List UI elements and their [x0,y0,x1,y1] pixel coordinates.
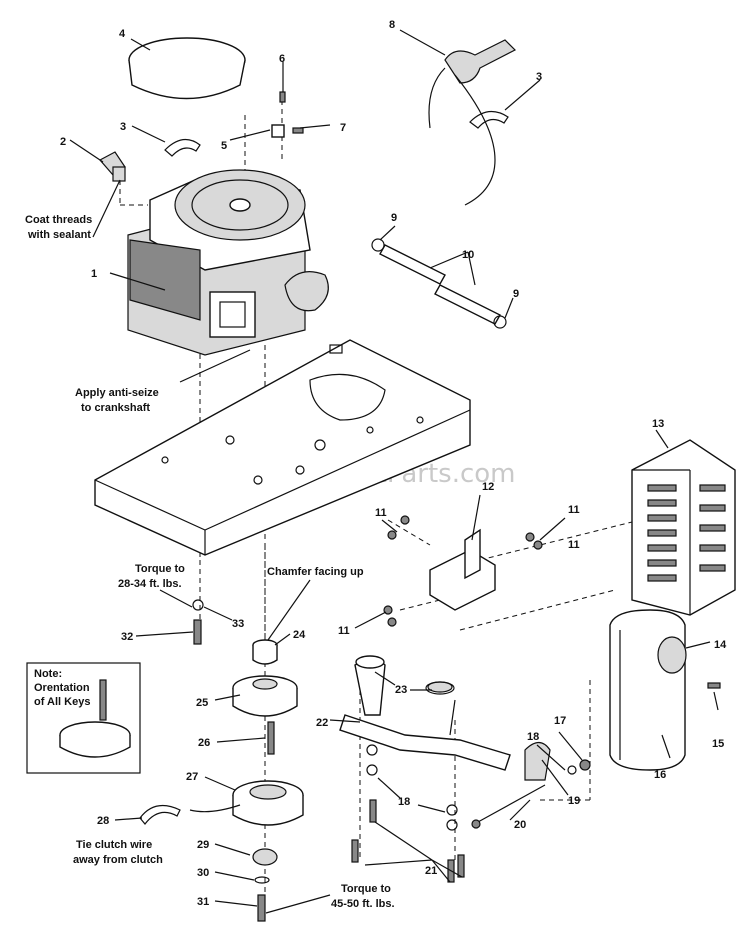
callout-1: 1 [91,268,97,280]
callout-11: 11 [568,504,580,516]
throttle-control [428,39,517,206]
callout-29: 29 [197,839,209,851]
assembly-notes: Coat threads with sealant Apply anti-sei… [25,214,395,910]
callout-24: 24 [293,629,306,641]
callout-numbers: 1 2 3 3 4 5 6 7 8 9 9 10 11 11 11 11 12 … [60,19,727,908]
note-torque-b: Torque to [341,883,391,895]
callout-12: 12 [482,481,494,493]
callout-25: 25 [196,697,208,709]
callout-18: 18 [527,731,539,743]
screw [292,127,304,134]
hose-clamp [371,238,385,252]
callout-11: 11 [338,625,350,637]
screw [707,682,721,689]
note-anti-seize: Apply anti-seize [75,387,159,399]
leader-lines [69,29,719,914]
note-coat-threads: with sealant [27,229,91,241]
note-torque-a: 28-34 ft. lbs. [118,578,182,590]
callout-16: 16 [654,769,666,781]
key [267,721,275,755]
callout-28: 28 [97,815,109,827]
note-coat-threads: Coat threads [25,214,92,226]
hose-clamp [493,315,507,329]
callout-19: 19 [568,795,580,807]
bolt [193,619,202,645]
keys-note-box [26,662,141,774]
air-cleaner-cover [128,37,246,100]
electric-clutch [189,780,304,826]
screw [279,91,286,103]
callout-23: 23 [395,684,407,696]
callout-3: 3 [536,71,542,83]
callout-13: 13 [652,418,664,430]
pulley [232,675,298,717]
note-keys-title: Note: [34,668,62,680]
callout-18: 18 [398,796,410,808]
note-tie-clutch: Tie clutch wire [76,839,152,851]
bolt [257,894,266,922]
fuel-hose [379,244,501,325]
wire-clip [139,804,181,825]
callout-14: 14 [714,639,727,651]
washer [192,599,204,611]
callout-7: 7 [340,122,346,134]
note-torque-b: 45-50 ft. lbs. [331,898,395,910]
washer [254,876,270,884]
callout-21: 21 [425,865,437,877]
muffler [609,609,687,771]
pulley-hub [252,639,278,665]
callout-17: 17 [554,715,566,727]
callout-15: 15 [712,738,724,750]
callout-11: 11 [375,507,387,519]
callout-2: 2 [60,136,66,148]
note-tie-clutch: away from clutch [73,854,163,866]
spacer [252,848,278,866]
engine [127,169,329,356]
callout-5: 5 [221,140,227,152]
exhaust-bracket [524,741,551,781]
callout-32: 32 [121,631,133,643]
nut [579,759,591,771]
callout-30: 30 [197,867,209,879]
wire-clip [469,111,509,129]
wire-clip [164,139,201,157]
callout-26: 26 [198,737,210,749]
callout-33: 33 [232,618,244,630]
callout-11: 11 [568,539,580,551]
note-torque-a: Torque to [135,563,185,575]
callout-9: 9 [391,212,397,224]
muffler-guard [631,439,736,616]
note-keys: Orentation [34,682,90,694]
long-bolt [477,784,546,823]
callout-22: 22 [316,717,328,729]
callout-31: 31 [197,896,209,908]
callout-3: 3 [120,121,126,133]
note-chamfer: Chamfer facing up [267,566,364,578]
callout-27: 27 [186,771,198,783]
bolts [383,515,543,627]
note-anti-seize: to crankshaft [81,402,150,414]
deck-plate [94,339,471,556]
gasket [425,681,455,695]
exhaust-pipe [339,655,511,771]
callout-4: 4 [119,28,126,40]
callout-8: 8 [389,19,395,31]
elbow-fitting [99,151,126,182]
small-bracket [271,124,285,138]
callout-9: 9 [513,288,519,300]
washer [567,765,577,775]
muffler-bracket [429,528,496,611]
note-keys: of All Keys [34,696,90,708]
callout-6: 6 [279,53,285,65]
callout-10: 10 [462,249,474,261]
callout-20: 20 [514,819,526,831]
